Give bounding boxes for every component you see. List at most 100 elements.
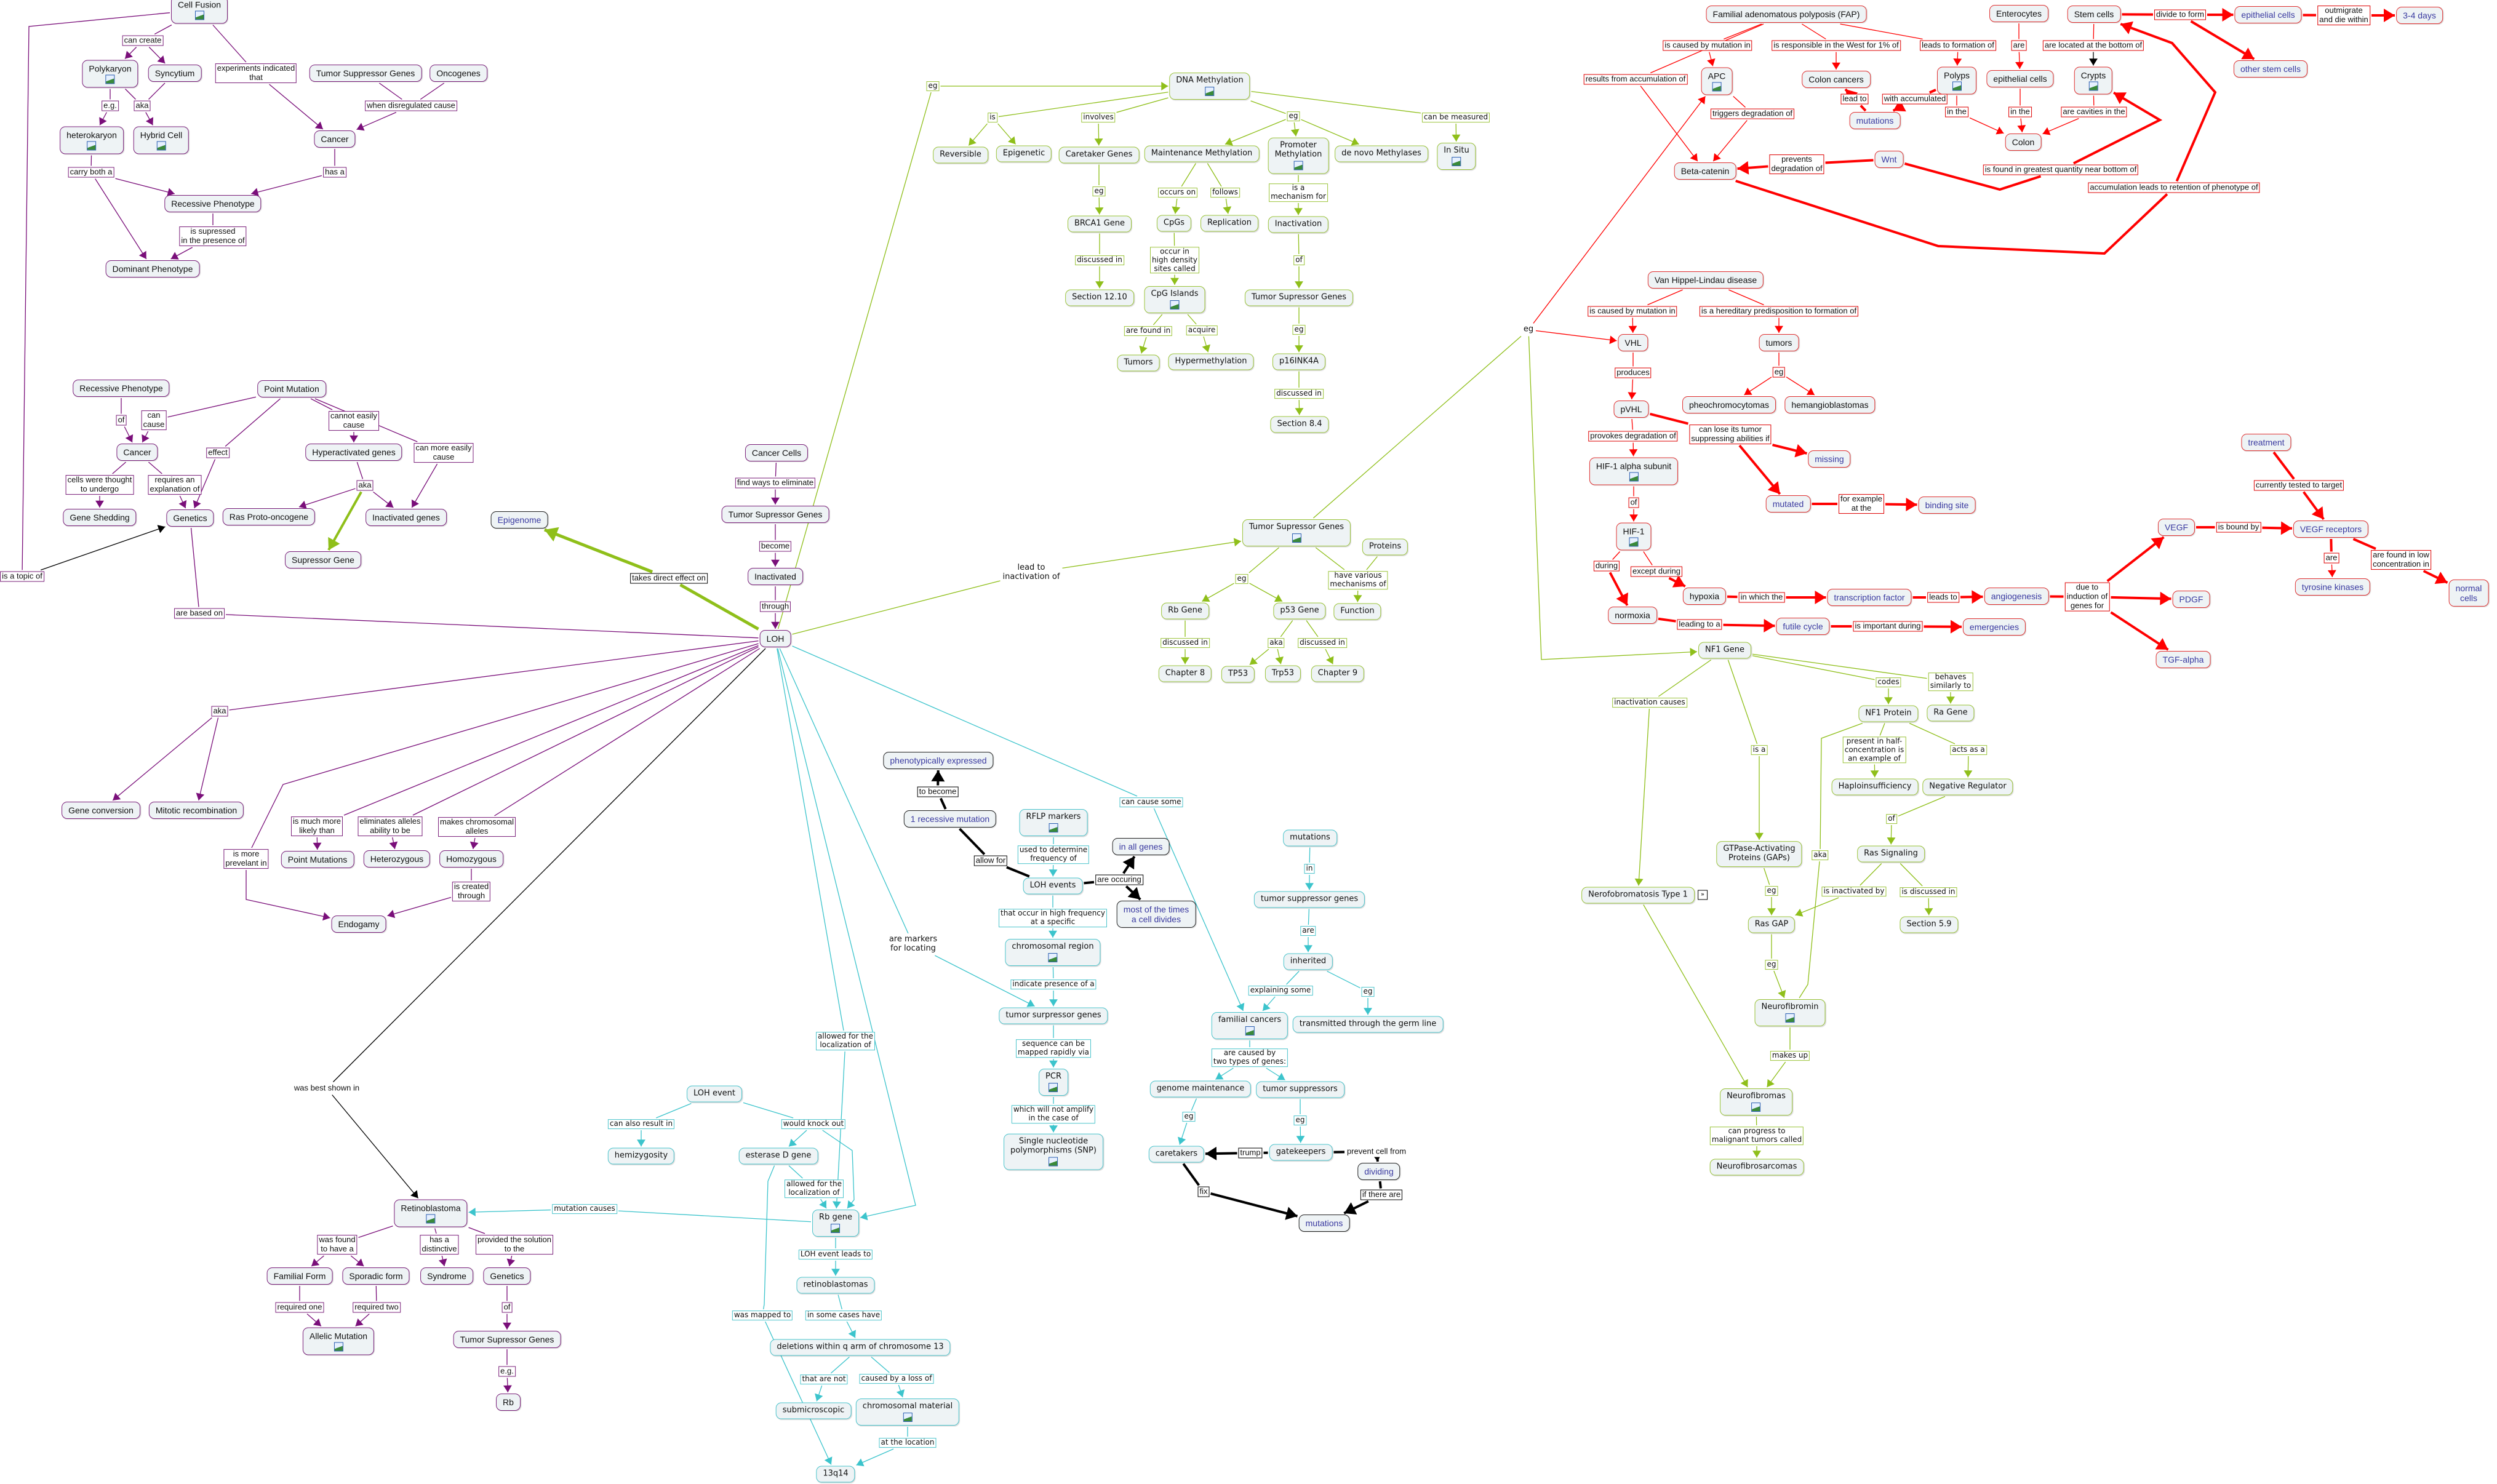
concept-1-recessive-mutation[interactable]: 1 recessive mutation: [903, 810, 997, 828]
concept-tumor-supressor-genes[interactable]: Tumor Supressor Genes: [453, 1330, 561, 1349]
concept-emergencies[interactable]: emergencies: [1962, 618, 2026, 636]
image-icon[interactable]: [87, 141, 97, 151]
concept-wnt[interactable]: Wnt: [1874, 150, 1904, 169]
concept-nf1-protein[interactable]: NF1 Protein: [1858, 705, 1919, 722]
image-icon[interactable]: [1629, 472, 1639, 482]
concept-gene-conversion[interactable]: Gene conversion: [62, 801, 140, 820]
concept-binding-site[interactable]: binding site: [1918, 496, 1976, 514]
concept-van-hippel-lindau-disease[interactable]: Van Hippel-Lindau disease: [1647, 271, 1764, 289]
concept-mutations[interactable]: mutations: [1849, 111, 1901, 130]
concept-de-novo-methylases[interactable]: de novo Methylases: [1335, 145, 1428, 162]
concept-pvhl[interactable]: pVHL: [1613, 400, 1649, 418]
concept-loh[interactable]: LOH: [759, 629, 791, 648]
concept-beta-catenin[interactable]: Beta-catenin: [1674, 162, 1736, 180]
image-icon[interactable]: [426, 1214, 436, 1224]
concept-familial-form[interactable]: Familial Form: [266, 1267, 333, 1285]
concept-single-nucleotide[interactable]: Single nucleotide polymorphisms (SNP): [1004, 1133, 1103, 1170]
concept-familial-cancers[interactable]: familial cancers: [1211, 1012, 1288, 1039]
concept-inherited[interactable]: inherited: [1283, 953, 1333, 970]
concept-epithelial-cells[interactable]: epithelial cells: [1986, 70, 2054, 88]
concept-angiogenesis[interactable]: angiogenesis: [1984, 587, 2049, 605]
concept-polykaryon[interactable]: Polykaryon: [82, 60, 138, 88]
concept-brca1-gene[interactable]: BRCA1 Gene: [1068, 215, 1132, 233]
concept-cancer[interactable]: Cancer: [314, 130, 356, 148]
concept-promoter[interactable]: Promoter Methylation: [1268, 137, 1329, 174]
concept-point-mutations[interactable]: Point Mutations: [281, 850, 354, 869]
concept-loh-events[interactable]: LOH events: [1023, 877, 1083, 895]
concept-inactivation[interactable]: Inactivation: [1268, 216, 1329, 233]
concept-ras-gap[interactable]: Ras GAP: [1748, 916, 1796, 933]
concept-homozygous[interactable]: Homozygous: [439, 850, 503, 868]
concept-3-4-days[interactable]: 3-4 days: [2396, 6, 2443, 25]
concept-haploinsufficiency[interactable]: Haploinsufficiency: [1831, 778, 1919, 796]
concept-genetics[interactable]: Genetics: [483, 1267, 531, 1285]
concept-stem-cells[interactable]: Stem cells: [2067, 5, 2121, 23]
image-icon[interactable]: [831, 1223, 841, 1233]
image-icon[interactable]: [1049, 823, 1058, 832]
concept-point-mutation[interactable]: Point Mutation: [257, 380, 326, 398]
image-icon[interactable]: [1049, 1157, 1058, 1167]
image-icon[interactable]: [1952, 81, 1962, 91]
concept-retinoblastomas[interactable]: retinoblastomas: [796, 1277, 875, 1294]
concept-gtpase-activating[interactable]: GTPase-Activating Proteins (GAPs): [1716, 841, 1802, 867]
image-icon[interactable]: [2088, 81, 2098, 91]
image-icon[interactable]: [105, 74, 115, 84]
concept-section-8-4[interactable]: Section 8.4: [1270, 416, 1329, 433]
concept-hypermethylation[interactable]: Hypermethylation: [1168, 353, 1254, 370]
concept-sporadic-form[interactable]: Sporadic form: [342, 1267, 410, 1285]
concept-mutations[interactable]: mutations: [1298, 1214, 1350, 1232]
concept-section-5-9[interactable]: Section 5.9: [1900, 916, 1959, 933]
concept-familial-adenomatous-polyposis-fap[interactable]: Familial adenomatous polyposis (FAP): [1706, 5, 1867, 23]
image-icon[interactable]: [194, 10, 204, 20]
concept-in-situ[interactable]: In Situ: [1437, 143, 1476, 170]
concept-supressor-gene[interactable]: Supressor Gene: [285, 551, 361, 569]
concept-rb-gene[interactable]: Rb gene: [812, 1210, 859, 1237]
concept-colon-cancers[interactable]: Colon cancers: [1802, 70, 1871, 89]
concept-deletions-within-q-arm-of-chromosome-13[interactable]: deletions within q arm of chromosome 13: [770, 1339, 951, 1356]
concept-hybrid-cell[interactable]: Hybrid Cell: [133, 126, 190, 154]
image-icon[interactable]: [1712, 82, 1722, 92]
concept-futile-cycle[interactable]: futile cycle: [1776, 617, 1830, 636]
concept-13q14[interactable]: 13q14: [816, 1466, 855, 1483]
concept-gatekeepers[interactable]: gatekeepers: [1269, 1144, 1333, 1161]
concept-mitotic-recombination[interactable]: Mitotic recombination: [148, 801, 244, 820]
concept-hypoxia[interactable]: hypoxia: [1682, 587, 1727, 605]
concept-tumor-supressor-genes[interactable]: Tumor Supressor Genes: [1242, 519, 1351, 546]
concept-epigenome[interactable]: Epigenome: [490, 511, 548, 529]
image-icon[interactable]: [1292, 533, 1301, 543]
concept-recessive-phenotype[interactable]: Recessive Phenotype: [73, 379, 170, 397]
concept-caretaker-genes[interactable]: Caretaker Genes: [1058, 146, 1140, 164]
concept-tumors[interactable]: tumors: [1759, 333, 1799, 352]
concept-phenotypically-expressed[interactable]: phenotypically expressed: [883, 751, 994, 770]
concept-neurofibrosarcomas[interactable]: Neurofibrosarcomas: [1709, 1159, 1804, 1176]
concept-tumor-suppressor-genes[interactable]: tumor suppressor genes: [1253, 891, 1365, 908]
concept-neurofibromas[interactable]: Neurofibromas: [1720, 1088, 1792, 1115]
concept-oncogenes[interactable]: Oncogenes: [429, 64, 487, 82]
concept-ras-signaling[interactable]: Ras Signaling: [1857, 845, 1925, 863]
concept-pdgf[interactable]: PDGF: [2172, 590, 2210, 608]
concept-hemizygosity[interactable]: hemizygosity: [607, 1147, 675, 1165]
concept-neurofibromin[interactable]: Neurofibromin: [1754, 999, 1826, 1026]
concept-cpg-islands[interactable]: CpG Islands: [1144, 286, 1205, 313]
concept-heterozygous[interactable]: Heterozygous: [363, 850, 431, 868]
concept-syncytium[interactable]: Syncytium: [148, 64, 202, 82]
concept-endogamy[interactable]: Endogamy: [331, 915, 386, 933]
concept-other-stem-cells[interactable]: other stem cells: [2233, 60, 2308, 78]
concept-hemangioblastomas[interactable]: hemangioblastomas: [1784, 396, 1876, 414]
concept-nerofobromatosis-type-1[interactable]: Nerofobromatosis Type 1»: [1581, 887, 1708, 904]
concept-caretakers[interactable]: caretakers: [1148, 1146, 1205, 1163]
concept-missing[interactable]: missing: [1808, 450, 1851, 468]
concept-apc[interactable]: APC: [1701, 67, 1733, 95]
concept-vhl[interactable]: VHL: [1618, 333, 1648, 352]
concept-maintenance-methylation[interactable]: Maintenance Methylation: [1144, 145, 1260, 162]
concept-cancer[interactable]: Cancer: [116, 443, 158, 461]
concept-allelic-mutation[interactable]: Allelic Mutation: [302, 1327, 375, 1355]
concept-enterocytes[interactable]: Enterocytes: [1989, 4, 2048, 23]
concept-rflp-markers[interactable]: RFLP markers: [1019, 809, 1088, 836]
concept-ras-proto-oncogene[interactable]: Ras Proto-oncogene: [222, 508, 316, 526]
concept-syndrome[interactable]: Syndrome: [420, 1267, 473, 1285]
concept-transmitted-through-the-germ-line[interactable]: transmitted through the germ line: [1292, 1016, 1444, 1033]
image-icon[interactable]: [1751, 1102, 1761, 1112]
concept-recessive-phenotype[interactable]: Recessive Phenotype: [164, 194, 262, 213]
concept-cpgs[interactable]: CpGs: [1156, 215, 1192, 232]
